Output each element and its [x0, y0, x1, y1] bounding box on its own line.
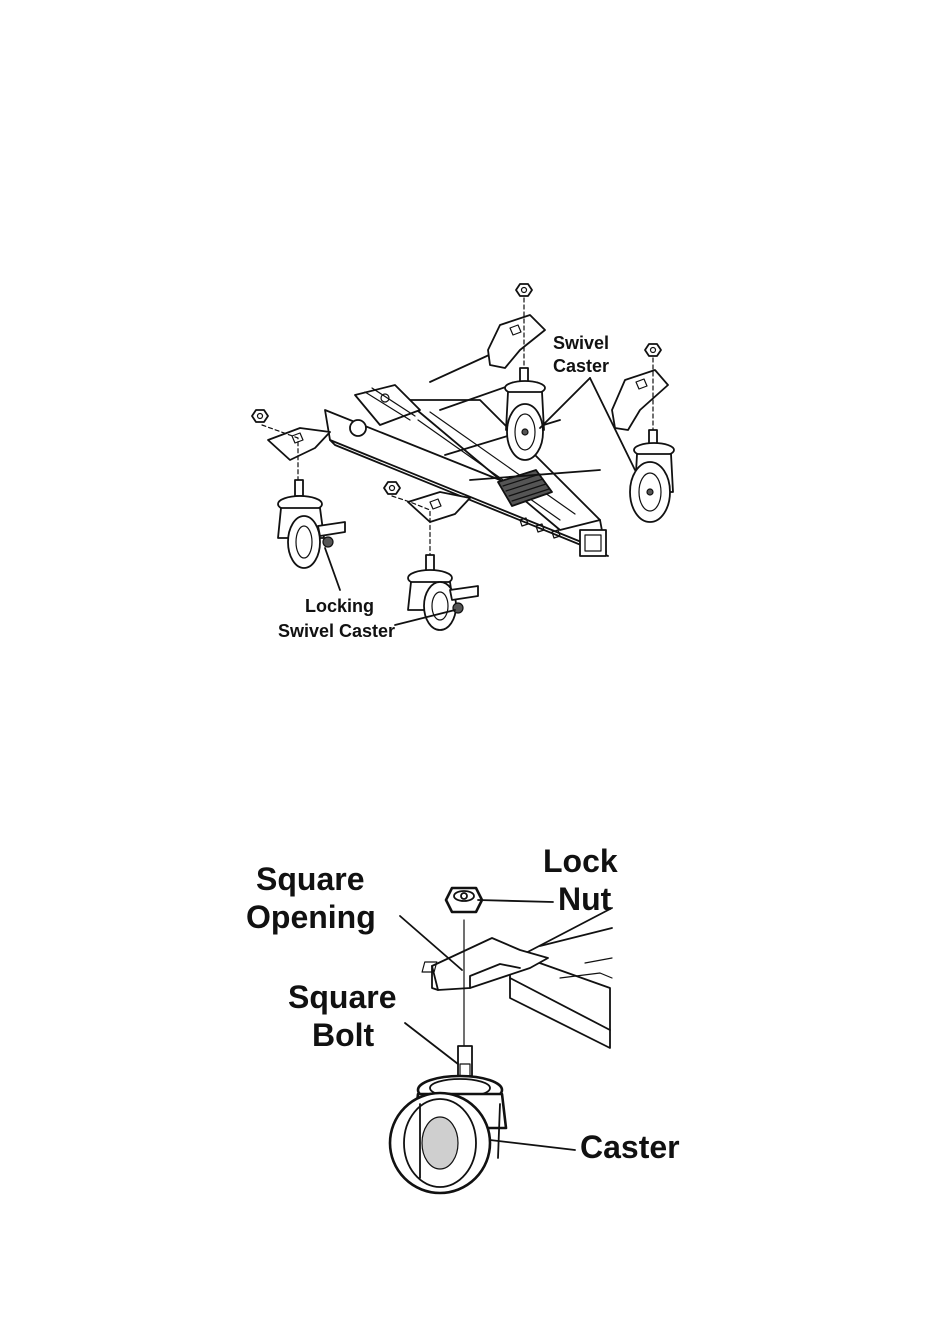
arm-front-mid	[408, 492, 470, 522]
nut-icon	[384, 482, 400, 494]
nut-icon	[516, 284, 532, 296]
dolly-assembly-drawing: Swivel Caster Locking Swivel Caster	[0, 270, 933, 660]
nut-icon	[645, 344, 661, 356]
swivel-caster-label-line2: Caster	[553, 356, 609, 376]
nut-icon	[252, 410, 268, 422]
square-bolt-label-line2: Bolt	[312, 1017, 375, 1053]
arm-front-left	[268, 428, 330, 460]
square-opening-label-line1: Square	[256, 861, 364, 897]
locking-caster-1	[278, 480, 345, 568]
square-bolt-label-line1: Square	[288, 979, 396, 1015]
square-bolt	[458, 1046, 472, 1076]
lock-nut-label-line2: Nut	[558, 881, 612, 917]
lock-nut-label-line1: Lock	[543, 843, 618, 879]
dolly-assembly-diagram: Swivel Caster Locking Swivel Caster	[0, 270, 933, 660]
main-frame	[325, 385, 608, 556]
swivel-caster-label-line1: Swivel	[553, 333, 609, 353]
locking-caster-label-line1: Locking	[305, 596, 374, 616]
square-opening-label-line2: Opening	[246, 899, 376, 935]
caster-label: Caster	[580, 1129, 680, 1165]
arm-rear-left	[488, 315, 545, 368]
swivel-caster-1	[505, 368, 545, 460]
caster-detail-diagram: Lock Nut Square Opening Square Bolt Cast…	[0, 838, 933, 1208]
swivel-caster-2	[630, 430, 674, 522]
lock-nut	[446, 888, 482, 912]
caster-wheel	[390, 1076, 506, 1193]
caster-detail-drawing: Lock Nut Square Opening Square Bolt Cast…	[0, 838, 933, 1208]
arm-rear-right	[612, 370, 668, 430]
locking-caster-label-line2: Swivel Caster	[278, 621, 395, 641]
frame-plate	[510, 908, 612, 1048]
